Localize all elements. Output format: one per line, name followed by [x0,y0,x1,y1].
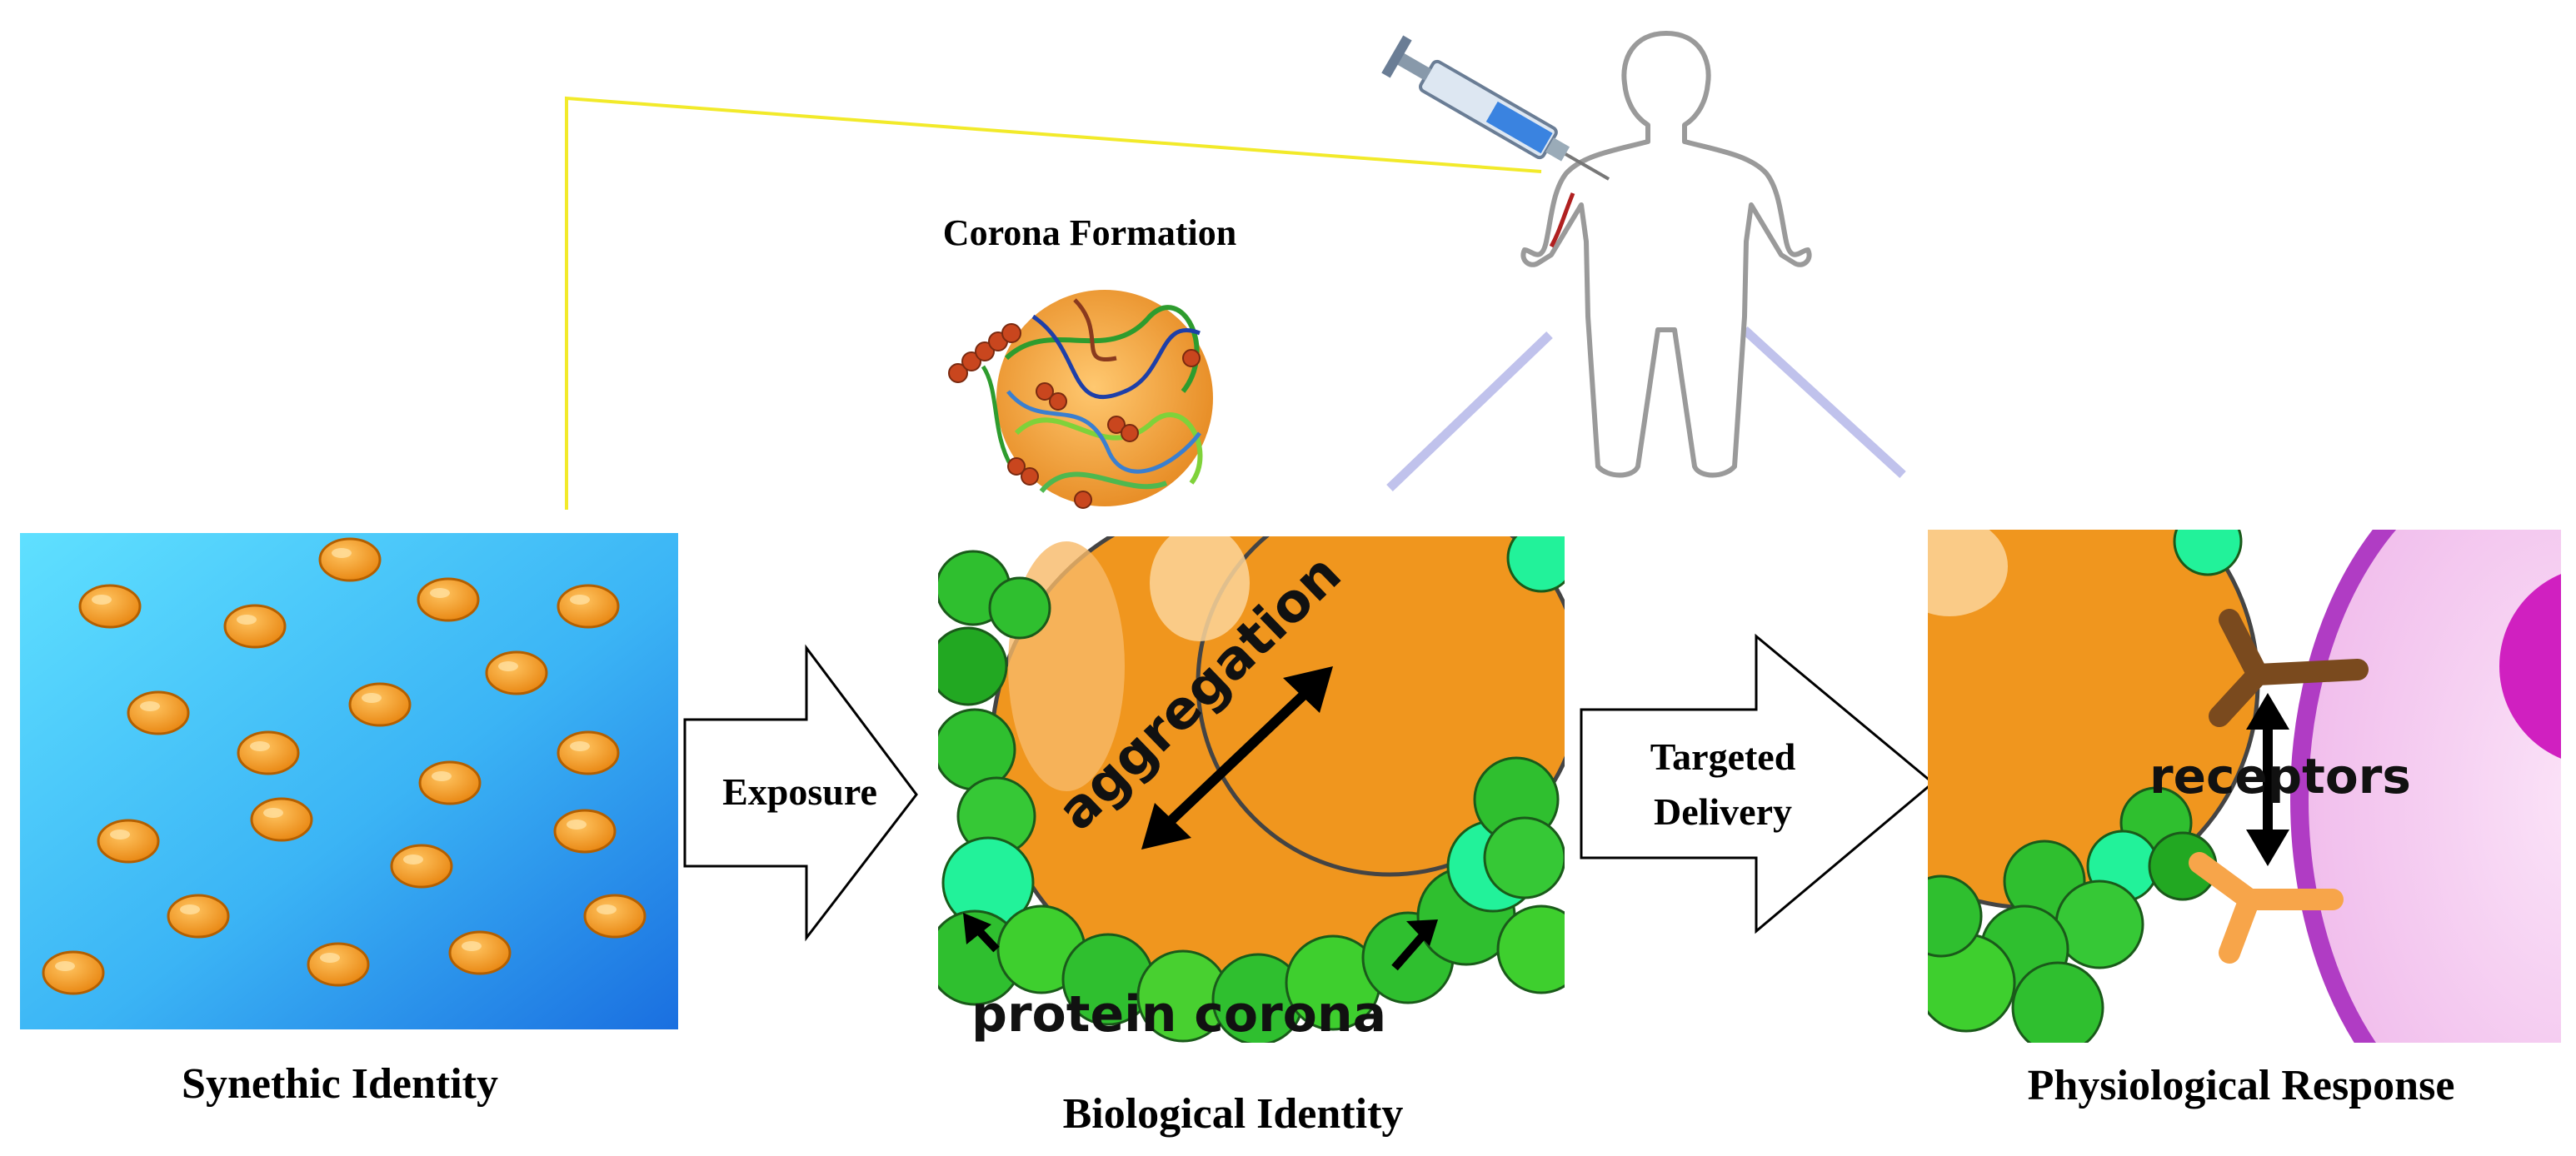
nanoparticle-dot [97,819,160,864]
nanoparticle-dot [78,584,142,629]
receptor-arrow [2246,693,2289,866]
nanoparticle-dot [307,942,370,987]
protein-blob [2173,530,2243,576]
physiological-response-panel [1928,530,2561,1043]
physiological-response-caption: Physiological Response [2028,1062,2455,1109]
aggregation-arrow [1141,666,1333,850]
exposure-label: Exposure [722,770,877,813]
biological-identity-caption: Biological Identity [1063,1090,1404,1138]
nanoparticle-dot [557,730,620,775]
nanoparticle-dot [127,690,190,735]
connector-line-left [1386,331,1553,491]
nanoparticle-dot [390,844,453,889]
nanoparticle-dot [318,537,382,582]
exposure-arrow [683,644,918,942]
biological-identity-panel [938,536,1565,1043]
connector-line-right [1741,326,1906,479]
protein-blob [2054,879,2144,969]
protein-corona-label: protein corona [971,985,1386,1044]
protein-corona-arrows [963,913,1438,971]
nanoparticle-dot [237,730,300,775]
nanoparticle-dot [417,577,480,622]
delivery-label: Delivery [1654,790,1792,833]
nanoparticle-dot [485,650,548,695]
nanoparticle-dot [553,809,617,854]
nanoparticle-dot [448,930,512,975]
protein-blob [1496,904,1565,994]
protein-blob [1483,816,1565,899]
human-outline-icon [1520,31,1812,478]
synthetic-identity-caption: Synethic Identity [182,1060,498,1108]
nanoparticle-dots [42,537,646,995]
nanoparticle-dot [250,797,313,842]
nanoparticle-dot [418,760,482,805]
targeted-delivery-arrow [1580,633,1935,934]
nanoparticle-dot [557,584,620,629]
syringe-icon [1381,35,1610,181]
targeted-label: Targeted [1650,735,1796,778]
blood-vessel [1549,192,1575,248]
nanoparticle-dot [223,604,287,649]
receptors-label: receptors [2149,748,2411,805]
corona-formation-label: Corona Formation [943,212,1236,253]
protein-blob [1506,536,1565,593]
protein-corona-icon [948,290,1213,509]
protein-blob [2011,961,2104,1043]
protein-blob [938,626,1008,706]
protein-blob [1928,874,1983,958]
nanoparticle-dot [167,894,230,939]
nanoparticle-dot [42,950,105,995]
nanoparticle-dot [348,682,412,727]
nanoparticle-dot [583,894,646,939]
connector-line-yellow [565,96,1542,510]
protein-blob [988,576,1051,640]
